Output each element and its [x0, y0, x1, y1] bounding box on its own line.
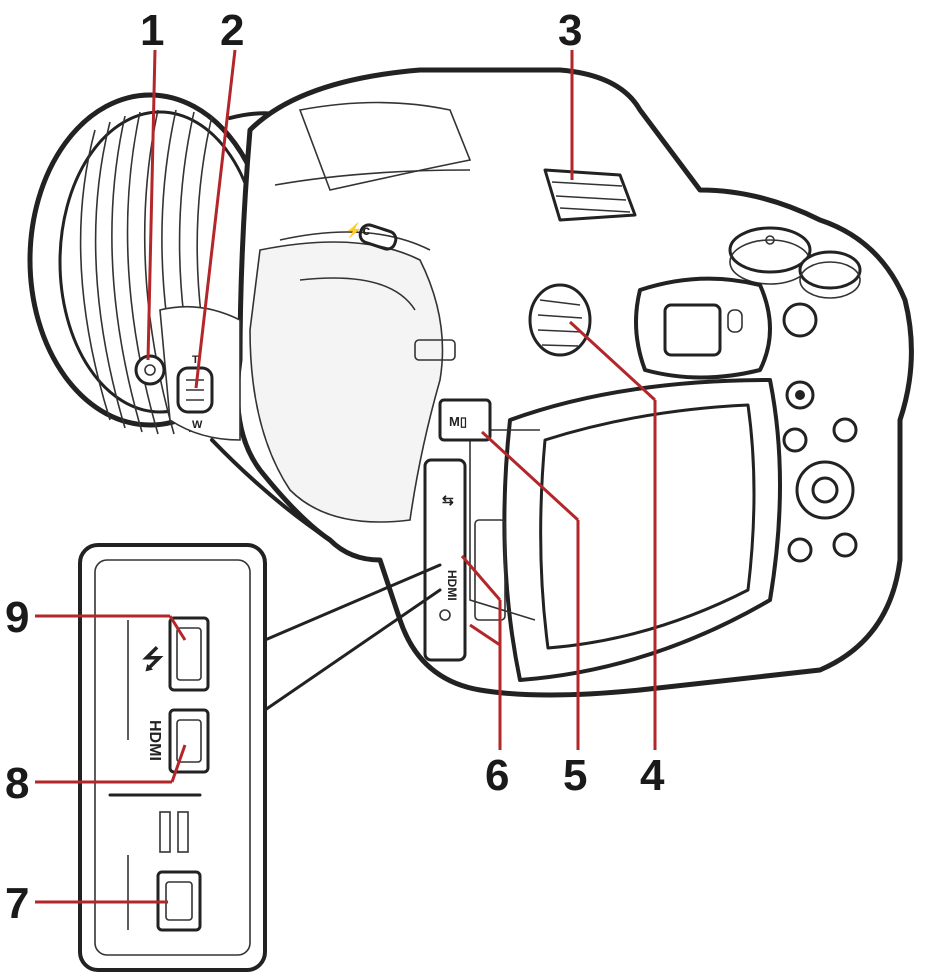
callout-6: 6: [485, 751, 509, 800]
inset-hdmi-label: HDMI: [146, 720, 163, 761]
callout-3: 3: [558, 6, 582, 55]
svg-text:⇆: ⇆: [442, 492, 454, 508]
port-inset: ⭍ HDMI: [80, 545, 265, 970]
callout-2: 2: [220, 6, 244, 55]
callout-9: 9: [5, 593, 29, 642]
connector-cover: HDMI ⇆: [425, 460, 465, 660]
cover-hdmi-label: HDMI: [445, 570, 459, 601]
callout-7: 7: [5, 879, 29, 928]
zoom-wide-label: W: [192, 419, 203, 431]
diopter-control: [530, 285, 590, 355]
viewfinder: [636, 279, 770, 378]
callout-1: 1: [140, 6, 164, 55]
usb-icon: ⭍: [142, 644, 164, 674]
callout-8: 8: [5, 759, 29, 808]
callout-5: 5: [563, 751, 587, 800]
svg-text:⚡c: ⚡c: [345, 222, 370, 239]
accessory-shoe: [545, 170, 635, 220]
svg-text:M▯: M▯: [449, 414, 467, 429]
callout-4: 4: [640, 751, 665, 800]
